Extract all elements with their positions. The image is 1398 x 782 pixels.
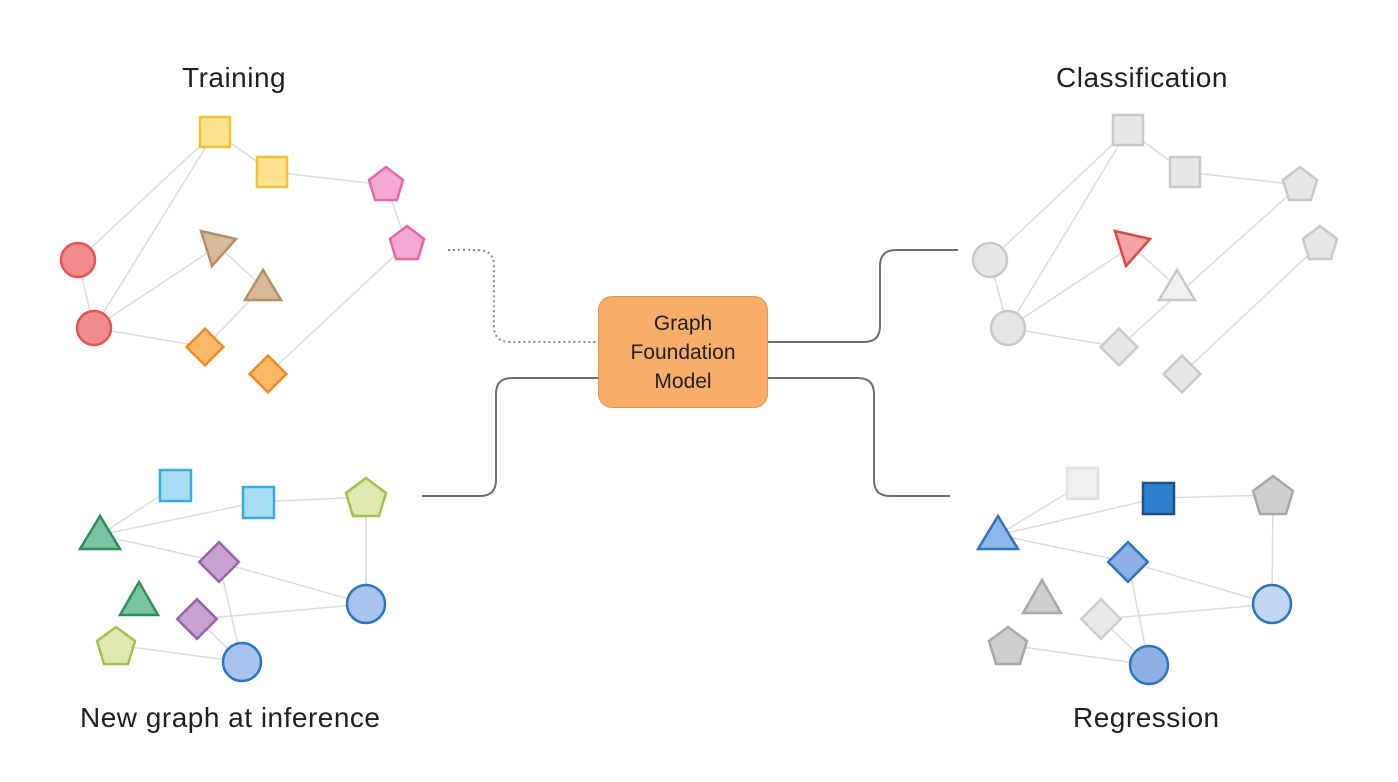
training-edges [77, 131, 408, 375]
circle-node-icon [345, 583, 387, 625]
triangle-node-icon [77, 513, 123, 551]
circle-node-icon [971, 241, 1009, 279]
connectors [422, 249, 958, 497]
classification-connector [768, 249, 958, 343]
diamond-node-icon [175, 597, 219, 641]
triangle-node-icon [242, 267, 284, 302]
pentagon-node-icon [388, 224, 426, 261]
pentagon-node-icon [95, 625, 137, 666]
square-node-icon [255, 155, 289, 189]
square-node-icon [241, 485, 276, 520]
diamond-node-icon [1106, 540, 1150, 584]
circle-node-icon [1251, 583, 1293, 625]
square-node-icon [1168, 155, 1202, 189]
diamond-node-icon [1161, 353, 1203, 395]
training-connector [448, 249, 598, 343]
diamond-node-icon [1079, 597, 1123, 641]
model-title-line-3: Model [654, 369, 712, 393]
pentagon-node-icon [367, 165, 405, 202]
inference-edges [99, 485, 367, 663]
triangle-node-icon [1020, 577, 1064, 615]
inference-graph [77, 468, 388, 683]
model-title-line-1: Graph [653, 311, 713, 335]
circle-node-icon [221, 641, 263, 683]
inference-connector [422, 377, 598, 497]
classification-edges [989, 129, 1321, 375]
square-node-icon [158, 468, 193, 503]
circle-node-icon [59, 241, 97, 279]
regression-connector [768, 377, 950, 497]
triangle-node-icon [117, 579, 161, 617]
classification-graph [971, 113, 1339, 395]
regression-label: Regression [1073, 702, 1220, 733]
graph-foundation-model-box: Graph Foundation Model [598, 296, 768, 408]
square-node-icon [198, 115, 232, 149]
pentagon-node-icon [987, 625, 1029, 666]
diamond-node-icon [247, 353, 289, 395]
triangle-node-icon [199, 229, 239, 269]
regression-graph [975, 466, 1295, 686]
model-title: Graph Foundation Model [630, 309, 735, 396]
diamond-node-icon [197, 540, 241, 584]
square-node-icon [1065, 466, 1100, 501]
circle-node-icon [75, 309, 113, 347]
diamond-node-icon [1098, 326, 1140, 368]
circle-node-icon [1128, 644, 1170, 686]
inference-label: New graph at inference [80, 702, 381, 733]
triangle-node-icon [975, 513, 1021, 551]
square-node-icon [1111, 113, 1145, 147]
highlighted-square-node-icon [1141, 481, 1176, 516]
pentagon-node-icon [1251, 474, 1295, 516]
highlighted-triangle-node-icon [1113, 229, 1153, 269]
circle-node-icon [989, 309, 1027, 347]
model-title-line-2: Foundation [630, 340, 736, 364]
classification-label: Classification [1056, 62, 1228, 93]
training-graph [59, 115, 426, 395]
training-label: Training [182, 62, 287, 93]
pentagon-node-icon [1281, 165, 1319, 202]
pentagon-node-icon [1301, 224, 1339, 261]
pentagon-node-icon [344, 476, 388, 518]
diamond-node-icon [184, 326, 226, 368]
triangle-node-icon [1156, 267, 1198, 302]
